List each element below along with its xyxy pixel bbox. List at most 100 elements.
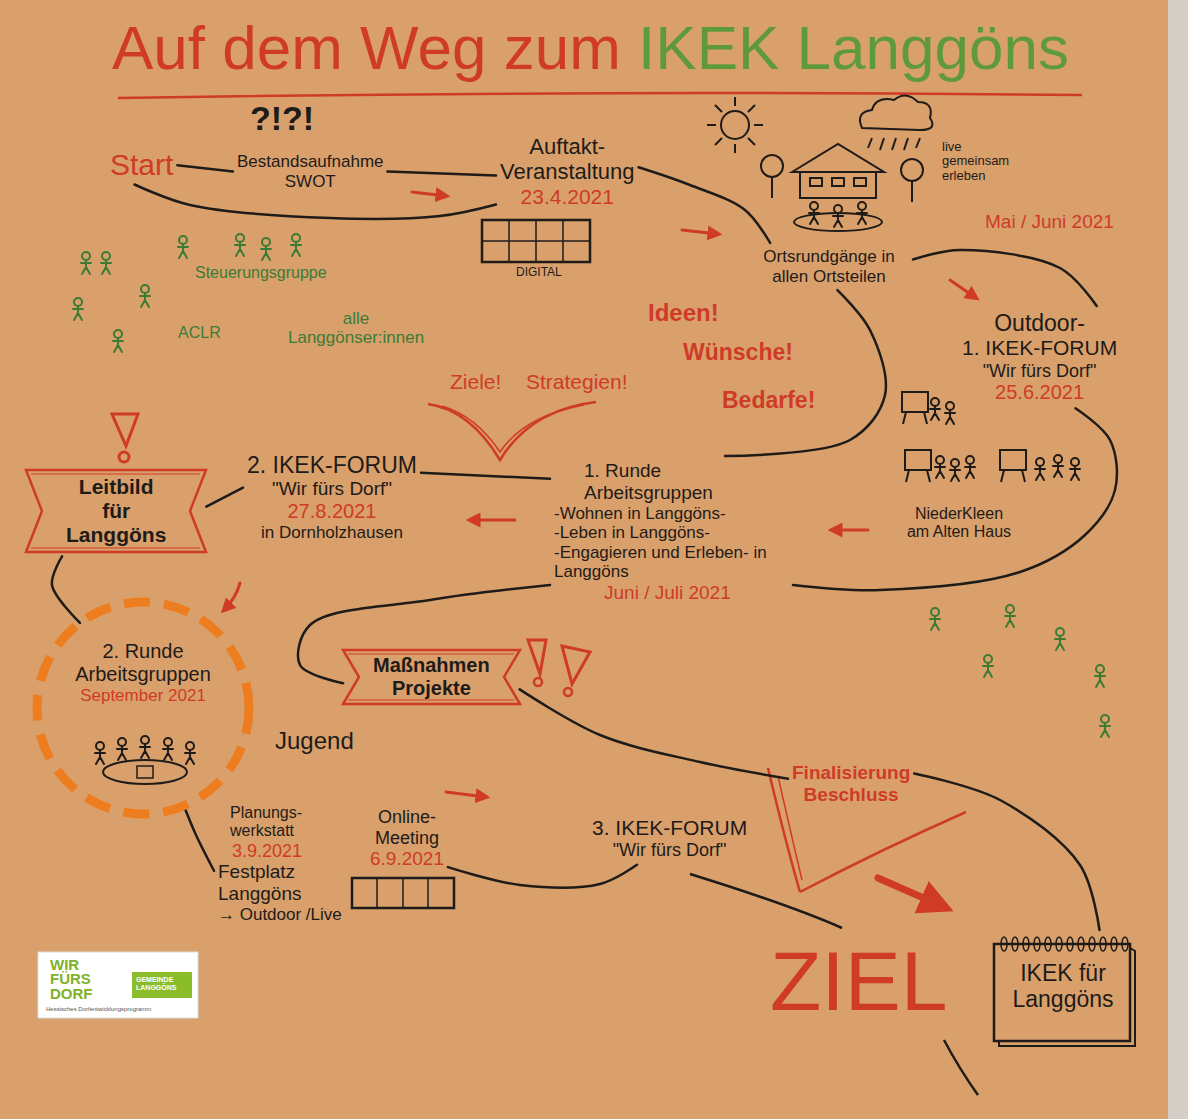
exclamation-dot	[119, 452, 129, 462]
goal-funnel	[428, 402, 596, 460]
person-figure	[1100, 715, 1110, 737]
banner-shape	[31, 474, 200, 548]
exclamation-dot	[564, 688, 572, 696]
decision-funnel	[778, 776, 802, 880]
book-spiral	[1111, 937, 1117, 951]
note-label: ACLR	[178, 324, 221, 342]
station-text: -Leben in Langgöns-	[554, 523, 789, 543]
station-text: -Engagieren und Erleben- in Langgöns	[554, 543, 789, 582]
note-label: WIR FÜRS DORF	[50, 958, 93, 1001]
flipchart-board	[1000, 450, 1026, 470]
station-text: Finalisierung Beschluss	[792, 762, 910, 806]
station-text: September 2021	[51, 686, 235, 706]
station-text: "Wir fürs Dorf"	[962, 361, 1117, 382]
house-body	[800, 172, 876, 198]
station: Bestandsaufnahme SWOT	[233, 148, 388, 195]
path-connector	[725, 290, 886, 456]
book-pages	[999, 948, 1135, 1046]
person-figure	[1005, 605, 1015, 627]
person-figure	[95, 742, 105, 764]
paper-edge	[1168, 0, 1188, 1119]
screen-frame	[352, 878, 454, 908]
person-figure	[833, 205, 843, 227]
red-arrow	[682, 230, 718, 234]
path-connector	[913, 250, 1097, 306]
station-text: IKEK für Langgöns	[1008, 960, 1118, 1013]
person-figure	[117, 738, 127, 760]
path-connector	[520, 689, 788, 778]
book-spiral	[1012, 937, 1018, 951]
exclamation-mark	[528, 640, 546, 674]
book-spiral	[1100, 937, 1106, 951]
note-label: Strategien!	[526, 370, 628, 393]
flipchart-legs	[906, 470, 930, 482]
station-text: Start	[110, 148, 173, 183]
note-label: Ideen!	[648, 300, 719, 326]
cloud-shape	[860, 95, 933, 130]
banner-shape	[348, 654, 514, 700]
person-figure	[101, 252, 111, 274]
person-figure	[113, 330, 123, 352]
path-connector	[793, 408, 1117, 590]
highlight-circle: 2. Runde ArbeitsgruppenSeptember 2021	[31, 596, 255, 820]
tree-crown	[761, 155, 783, 177]
banner-shape	[26, 470, 206, 552]
station-text: 3. IKEK-FORUM	[592, 816, 747, 840]
note-label: Mai / Juni 2021	[985, 212, 1114, 233]
sun-disc	[721, 111, 749, 139]
station-text: 27.8.2021	[247, 500, 417, 523]
book-spiral	[1078, 937, 1084, 951]
dashed-circle	[37, 602, 249, 814]
person-figure	[1053, 455, 1063, 477]
note-label: alle Langgönser:innen	[288, 310, 424, 347]
person-figure	[1035, 458, 1045, 480]
red-arrow	[224, 583, 240, 610]
screen-frame	[482, 220, 590, 262]
path-line	[690, 874, 842, 928]
person-figure	[965, 456, 975, 478]
path-connector	[184, 806, 214, 871]
meeting-table	[103, 760, 187, 784]
logo-card	[38, 952, 198, 1018]
path-line	[944, 1040, 978, 1095]
people-group	[95, 202, 1080, 764]
station: Planungs- werkstatt3.9.2021Festplatz Lan…	[214, 800, 346, 929]
person-figure	[935, 456, 945, 478]
station-text: 3.9.2021	[232, 841, 342, 862]
book-spiral	[1034, 937, 1040, 951]
house-window	[854, 178, 866, 186]
tree-trunk	[911, 181, 913, 202]
station-text: Maßnahmen Projekte	[373, 654, 490, 700]
funnel-station: Finalisierung Beschluss	[788, 758, 914, 810]
book-spiral	[1056, 937, 1062, 951]
person-figure	[1055, 628, 1065, 650]
logo-badge	[132, 972, 192, 998]
path-connector	[206, 488, 243, 507]
exclamation-dot	[534, 678, 542, 686]
person-figure	[945, 402, 955, 424]
station-text: in Dornholzhausen	[247, 523, 417, 543]
goal-funnel	[442, 405, 584, 452]
path-connector	[914, 774, 1099, 930]
person-figure	[261, 238, 271, 260]
path-connector	[639, 167, 771, 243]
station: Ortsrundgänge in allen Ortsteilen	[745, 243, 913, 290]
path-connector	[448, 865, 637, 888]
path-tails	[690, 874, 978, 1095]
red-symbols	[112, 402, 966, 892]
station: Online- Meeting6.9.2021	[366, 803, 448, 874]
notebook-box: IKEK für Langgöns	[990, 930, 1136, 1047]
person-figure	[235, 234, 245, 256]
station-text: Bestandsaufnahme SWOT	[237, 152, 384, 191]
red-arrow	[412, 192, 446, 196]
house-window	[832, 178, 844, 186]
note-label: live gemeinsam erleben	[942, 140, 1009, 183]
station-text: 2. IKEK-FORUM	[247, 452, 417, 478]
path-connector	[388, 172, 497, 176]
person-figure	[930, 608, 940, 630]
station-text: Leitbild für Langgöns	[66, 475, 166, 547]
cloud-icon	[860, 95, 933, 150]
station-text: "Wir fürs Dorf"	[592, 840, 747, 861]
flipchart-icons	[902, 392, 1026, 482]
person-figure	[178, 236, 188, 258]
